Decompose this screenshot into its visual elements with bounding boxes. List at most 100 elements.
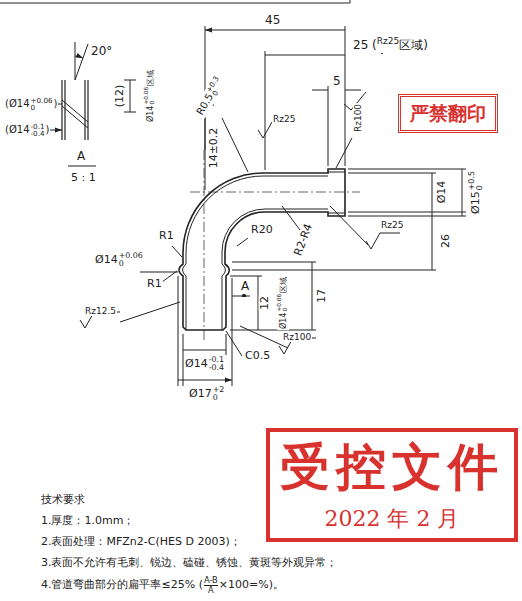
tol-upper: +2 bbox=[213, 386, 225, 394]
dimension-label: 3.表面不允许有毛刺、锐边、磕碰、锈蚀、黄斑等外观异常； bbox=[40, 557, 339, 570]
label-text: Rz25 bbox=[381, 220, 403, 230]
label-text: R20 bbox=[251, 223, 273, 236]
stamp-title: 严禁翻印 bbox=[410, 102, 486, 125]
dimension-label: Ø14-0.1-0.4 bbox=[184, 356, 226, 372]
label-text: R0.5 bbox=[194, 92, 215, 117]
label-text: (Ø14 bbox=[5, 98, 30, 109]
label-text: A bbox=[241, 279, 249, 293]
dimension-label: R1 bbox=[146, 278, 163, 291]
dimension-label: Rz25 bbox=[380, 220, 404, 230]
label-text: 26 bbox=[439, 234, 452, 248]
label-text: 14±0.2 bbox=[207, 128, 220, 169]
dimension-label: 25 (Rz25区域) bbox=[352, 36, 429, 53]
label-text: ) bbox=[46, 124, 50, 135]
dimension-label: (Ø14-0.1-0.4) bbox=[4, 123, 50, 137]
label-text: ×100=%)。 bbox=[219, 578, 284, 591]
dimension-label: R2-R4 bbox=[292, 221, 316, 258]
label-text: 17 bbox=[315, 289, 328, 303]
tol-lower: -0.4 bbox=[209, 364, 224, 372]
dimension-label: 2.表面处理：MFZn2-C(HES D 2003)； bbox=[40, 536, 242, 549]
dimension-label: R0.5+0.30 bbox=[193, 73, 228, 119]
tolerance: -0.1-0.4 bbox=[209, 356, 224, 372]
label-text: C0.5 bbox=[245, 349, 270, 362]
dimension-label: C0.5 bbox=[244, 350, 271, 363]
label-text: 区域) bbox=[399, 38, 428, 52]
label-text: 12 bbox=[258, 296, 271, 310]
label-text: Ø17 bbox=[189, 387, 212, 400]
dimension-label: Ø14+0.060区域 bbox=[277, 276, 289, 330]
label-text: (Ø14 bbox=[5, 124, 30, 135]
tolerance: +20 bbox=[213, 386, 225, 402]
label-text: Ø14 bbox=[146, 106, 155, 122]
dimension-label: 17 bbox=[316, 288, 329, 304]
tol-upper: +0.06 bbox=[144, 87, 150, 105]
label-text: Ø14 bbox=[185, 357, 208, 370]
tolerance: +0.060 bbox=[119, 252, 143, 268]
tol-lower: 0 bbox=[150, 87, 156, 105]
label-text: R2-R4 bbox=[291, 222, 315, 258]
tol-upper: +0.5 bbox=[468, 171, 476, 190]
label-text: A bbox=[77, 149, 85, 163]
label-text: 3.表面不允许有毛刺、锐边、磕碰、锈蚀、黄斑等外观异常； bbox=[41, 556, 338, 569]
tol-upper: +0.06 bbox=[119, 252, 143, 260]
dimension-label: 5 bbox=[332, 75, 342, 89]
fraction: A-BA bbox=[204, 576, 218, 594]
dimension-label: Ø14 bbox=[436, 180, 449, 205]
tol-upper: -0.1 bbox=[31, 123, 45, 130]
label-text: R1 bbox=[159, 229, 174, 242]
tol-lower: 0 bbox=[213, 394, 225, 402]
dimension-label: Ø14+0.060 bbox=[94, 252, 145, 268]
label-text: R1 bbox=[147, 277, 162, 290]
tolerance: -0.1-0.4 bbox=[31, 123, 45, 137]
label-text: 5 bbox=[333, 74, 341, 88]
tol-upper: +0.06 bbox=[31, 97, 53, 104]
label-text: 5 : 1 bbox=[71, 171, 96, 184]
label-text: Rz100 bbox=[283, 332, 311, 342]
stamp-box: 受控文件 2022 年 2 月 bbox=[266, 428, 518, 542]
label-text: 区域 bbox=[146, 70, 155, 86]
dimension-label: 26 bbox=[440, 233, 453, 249]
dimension-label: Ø15+0.50 bbox=[468, 169, 484, 215]
dimension-label: A bbox=[240, 280, 250, 294]
tol-lower: 0 bbox=[476, 171, 484, 190]
tolerance: +0.060 bbox=[31, 97, 53, 111]
dimension-label: Rz100 bbox=[282, 332, 312, 342]
stamp-date: 2022 年 2 月 bbox=[280, 506, 504, 532]
label-text: 区域 bbox=[279, 277, 288, 293]
label-text: 4.管道弯曲部分的扁平率≤25% ( bbox=[41, 578, 203, 591]
tol-upper: +0.06 bbox=[277, 294, 283, 312]
dimension-label: 4.管道弯曲部分的扁平率≤25% (A-BA×100=%)。 bbox=[40, 576, 285, 594]
dimension-label: 5 : 1 bbox=[70, 172, 97, 185]
stamp-title: 受控文件 bbox=[280, 438, 504, 496]
label-text: Rz100 bbox=[353, 104, 363, 132]
dimension-label: R20 bbox=[250, 224, 274, 237]
tol-upper: A-B bbox=[204, 576, 218, 586]
label-text: Ø14 bbox=[435, 181, 448, 204]
label-text: 25 ( bbox=[353, 38, 377, 52]
tol-lower: 0 bbox=[283, 294, 289, 312]
label-text: ) bbox=[54, 98, 58, 109]
label-text: Rz25 bbox=[273, 114, 295, 124]
dimension-label: Rz25 bbox=[272, 114, 296, 124]
dimension-label: 14±0.2 bbox=[208, 127, 221, 170]
dimension-label: (12) bbox=[114, 84, 127, 109]
stamp-box: 严禁翻印 bbox=[398, 94, 498, 133]
tolerance: +0.060 bbox=[277, 294, 289, 312]
dimension-label: Ø14+0.060区域 bbox=[144, 69, 156, 123]
label-text: Rz12.5 bbox=[85, 306, 116, 316]
dimension-label: 技术要求 bbox=[40, 494, 86, 507]
label-text: 20° bbox=[91, 44, 112, 58]
tol-upper: -0.1 bbox=[209, 356, 224, 364]
tolerance: +0.060 bbox=[144, 87, 156, 105]
dimension-label: R1 bbox=[158, 230, 175, 243]
label-text: Ø15 bbox=[469, 191, 482, 214]
label-text: 2.表面处理：MFZn2-C(HES D 2003)； bbox=[41, 535, 241, 548]
dimension-label: Ø17+20 bbox=[188, 386, 226, 402]
tol-lower: A bbox=[204, 586, 218, 595]
dimension-label: 45 bbox=[264, 14, 281, 28]
tol-lower: 0 bbox=[119, 260, 143, 268]
dimension-label: 12 bbox=[259, 295, 272, 311]
label-text: Ø14 bbox=[279, 313, 288, 329]
label-text: 1.厚度：1.0mm； bbox=[41, 514, 134, 527]
